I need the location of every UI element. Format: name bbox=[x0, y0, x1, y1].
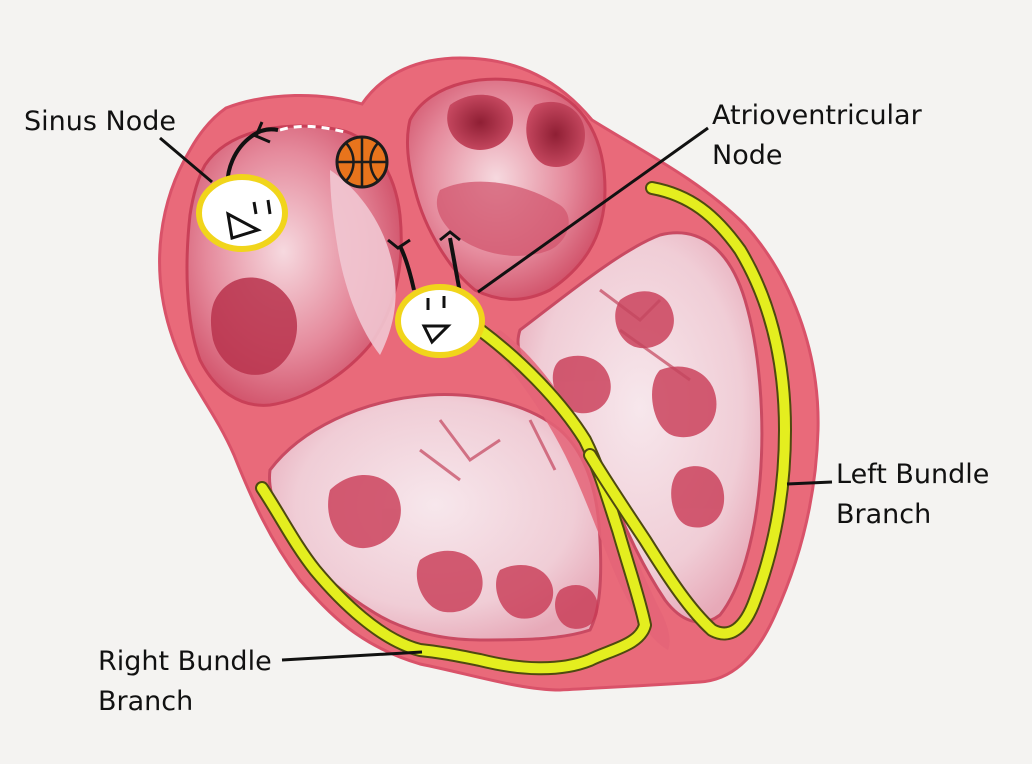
label-sinus-node: Sinus Node bbox=[24, 102, 176, 142]
label-right-bundle-branch: Right Bundle Branch bbox=[98, 642, 272, 722]
leader-lines bbox=[159, 126, 833, 662]
label-av-line-1: Atrioventricular bbox=[712, 100, 922, 131]
av-node-left-arm bbox=[398, 245, 416, 291]
av-node-face bbox=[395, 284, 485, 358]
leader-av-node bbox=[477, 126, 709, 294]
leader-right-bundle bbox=[281, 650, 423, 662]
av-node-character bbox=[387, 230, 485, 358]
throw-trajectory bbox=[279, 124, 346, 134]
papillary-muscles bbox=[328, 291, 725, 629]
basketball-icon bbox=[335, 135, 389, 189]
label-left-line-1: Left Bundle bbox=[836, 459, 990, 490]
label-left-bundle-branch: Left Bundle Branch bbox=[836, 455, 989, 535]
aortic-opening bbox=[526, 101, 585, 167]
smiley-face-icon bbox=[421, 296, 452, 345]
label-right-line-2: Branch bbox=[98, 686, 194, 717]
pulmonary-opening bbox=[447, 94, 514, 150]
leader-left-bundle bbox=[786, 480, 833, 486]
leader-sinus-node bbox=[159, 136, 213, 184]
sinus-node-character bbox=[196, 121, 288, 252]
sinus-node-hand bbox=[254, 121, 271, 144]
sinus-node-arm bbox=[225, 127, 279, 193]
sinus-node-face bbox=[196, 174, 288, 252]
chordae-tendineae bbox=[419, 288, 691, 482]
atrial-septum bbox=[330, 170, 396, 355]
vena-cava-opening bbox=[210, 277, 298, 375]
conduction-system bbox=[255, 181, 792, 676]
label-atrioventricular-node: Atrioventricular Node bbox=[712, 96, 922, 176]
label-left-line-2: Branch bbox=[836, 499, 932, 530]
label-right-line-1: Right Bundle bbox=[98, 646, 272, 677]
label-sinus-node-text: Sinus Node bbox=[24, 106, 176, 137]
smiley-face-icon bbox=[226, 199, 272, 240]
atrial-fold bbox=[436, 181, 569, 256]
label-av-line-2: Node bbox=[712, 140, 783, 171]
